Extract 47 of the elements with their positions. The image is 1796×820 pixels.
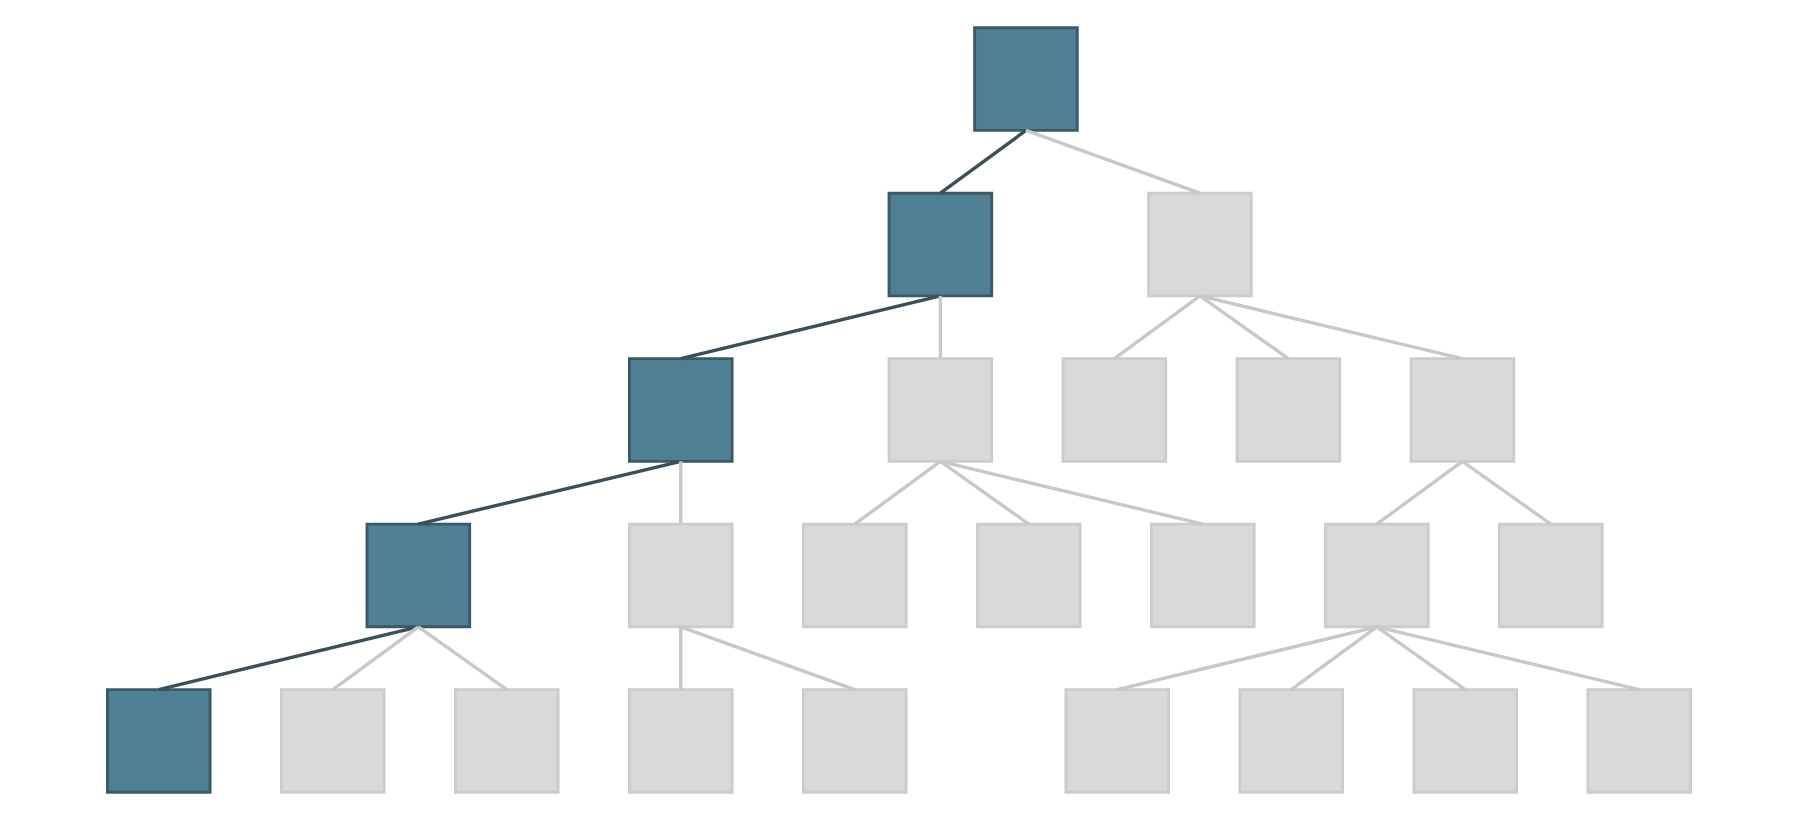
connector [1460,459,1551,526]
connector [938,459,1203,526]
connector [1374,459,1463,526]
node-box [975,522,1081,629]
connector [679,294,940,361]
connector [1374,625,1466,691]
node-box [1323,522,1429,629]
connector [938,459,1029,526]
connector [1115,625,1377,692]
connector [1198,294,1462,361]
connector [416,459,681,526]
node-box [453,688,559,794]
node-box [1063,688,1169,794]
node-box [1408,357,1515,463]
connector [679,625,855,692]
connector [157,625,418,692]
node-box [972,26,1078,132]
connector [678,626,682,690]
connector [1375,625,1639,692]
connector [852,459,941,526]
node-box [801,688,907,794]
connector [1024,128,1200,195]
connector [1289,625,1377,691]
node-box [801,522,907,629]
connector [1112,294,1200,361]
node-box [627,688,733,794]
node-box [364,522,471,629]
node-box [1146,191,1252,298]
node-box [1497,522,1603,629]
node-box [1585,688,1691,794]
node-box [1234,357,1341,463]
connector [1197,294,1289,361]
node-box [279,688,385,794]
connector [416,625,507,691]
node-box [1060,357,1167,463]
node-box [886,191,993,298]
node-box [1411,688,1517,794]
node-box [1149,522,1255,629]
connector [938,129,1026,195]
node-box [1237,688,1343,794]
node-box [886,357,993,463]
connector [330,625,419,691]
node-box [627,357,733,463]
node-box [105,688,211,794]
connector [678,461,682,525]
connector [937,295,942,359]
node-box [627,522,733,629]
